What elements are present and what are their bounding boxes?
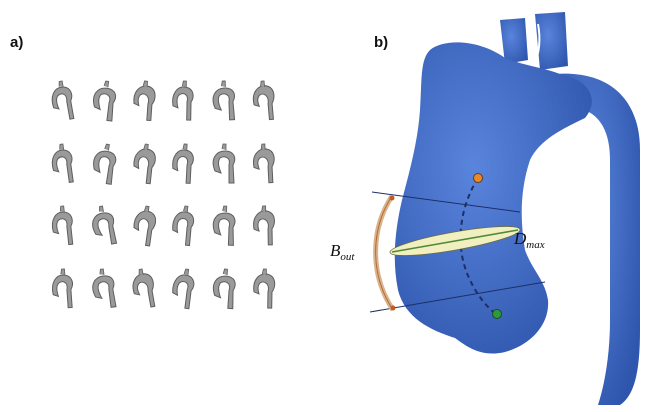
marker-top [474, 174, 483, 183]
b-out-label: Bout [330, 241, 355, 263]
aorta-body [395, 42, 592, 353]
d-max-label: Dmax [513, 229, 545, 251]
branch-vessel-left [500, 18, 528, 64]
marker-bottom [493, 310, 502, 319]
